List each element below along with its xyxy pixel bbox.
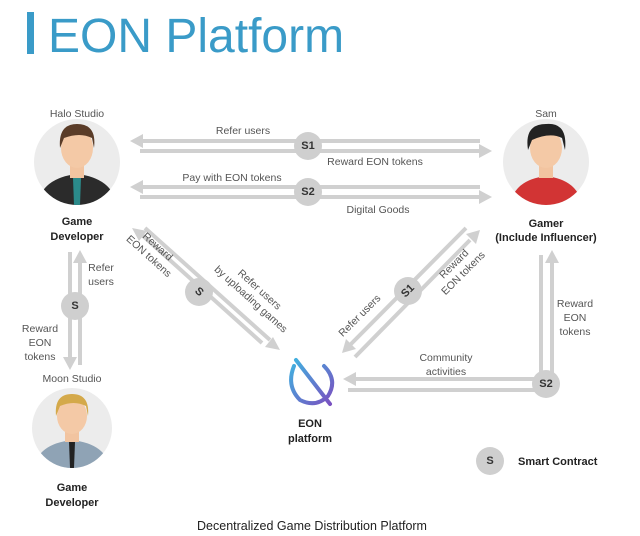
- svg-text:S: S: [71, 300, 78, 312]
- flow-top-2: S2 Pay with EON tokens Digital Goods: [130, 172, 492, 216]
- flow-top-1: S1 Refer users Reward EON tokens: [130, 125, 492, 168]
- actor-eon-platform: EON platform: [288, 358, 335, 445]
- svg-text:Reward: Reward: [557, 298, 593, 310]
- svg-text:Sam: Sam: [535, 108, 557, 120]
- smart-contract-node: [61, 292, 89, 320]
- flow-left-vertical: S Refer users Reward EON tokens: [22, 250, 114, 370]
- svg-text:S2: S2: [539, 378, 552, 390]
- svg-text:(Include Influencer): (Include Influencer): [495, 232, 597, 244]
- svg-text:Gamer: Gamer: [529, 218, 565, 230]
- smart-contract-node: [294, 132, 322, 160]
- svg-text:Developer: Developer: [50, 231, 104, 243]
- svg-text:EON: EON: [564, 312, 587, 324]
- smart-contract-node: [532, 370, 560, 398]
- flow-bottom-right: S2 Reward EON tokens Community activitie…: [343, 250, 593, 398]
- svg-text:Community: Community: [419, 352, 473, 364]
- svg-text:Reward: Reward: [22, 323, 58, 335]
- smart-contract-node: [394, 277, 422, 305]
- svg-text:EON: EON: [298, 418, 322, 430]
- svg-text:Halo Studio: Halo Studio: [50, 108, 104, 120]
- eon-logo-icon: [289, 358, 335, 406]
- actor-halo-studio: Halo Studio Game Developer: [34, 108, 120, 243]
- svg-text:Game: Game: [57, 482, 88, 494]
- svg-text:Pay with EON tokens: Pay with EON tokens: [182, 172, 281, 184]
- svg-text:users: users: [88, 276, 114, 288]
- svg-text:platform: platform: [288, 433, 332, 445]
- title-accent-bar: [27, 12, 34, 54]
- diagram-caption: Decentralized Game Distribution Platform: [197, 519, 427, 533]
- svg-text:EON: EON: [29, 337, 52, 349]
- svg-text:S1: S1: [301, 140, 314, 152]
- svg-text:Developer: Developer: [45, 497, 99, 509]
- legend-label: Smart Contract: [518, 456, 598, 468]
- svg-text:tokens: tokens: [25, 351, 56, 363]
- svg-text:Refer users: Refer users: [216, 125, 270, 137]
- smart-contract-node: [294, 178, 322, 206]
- svg-text:S: S: [486, 455, 493, 467]
- flow-left-diagonal: S Reward EON tokens Refer users by uploa…: [124, 226, 290, 350]
- actor-moon-studio: Moon Studio Game Developer: [32, 373, 112, 509]
- svg-text:Refer: Refer: [88, 262, 114, 274]
- actor-sam: Sam Gamer (Include Influencer): [495, 108, 597, 244]
- svg-text:Moon Studio: Moon Studio: [43, 373, 102, 385]
- smart-contract-node: [185, 278, 213, 306]
- legend-node: [476, 447, 504, 475]
- svg-text:tokens: tokens: [560, 326, 591, 338]
- legend: S Smart Contract: [476, 447, 598, 475]
- svg-text:Reward EON tokens: Reward EON tokens: [327, 156, 423, 168]
- svg-text:S2: S2: [301, 186, 314, 198]
- flow-right-diagonal: S1 Refer users Reward EON tokens: [336, 226, 488, 359]
- svg-text:Digital Goods: Digital Goods: [346, 204, 409, 216]
- svg-text:activities: activities: [426, 366, 466, 378]
- page-title: EON Platform: [48, 10, 344, 63]
- svg-text:Game: Game: [62, 216, 93, 228]
